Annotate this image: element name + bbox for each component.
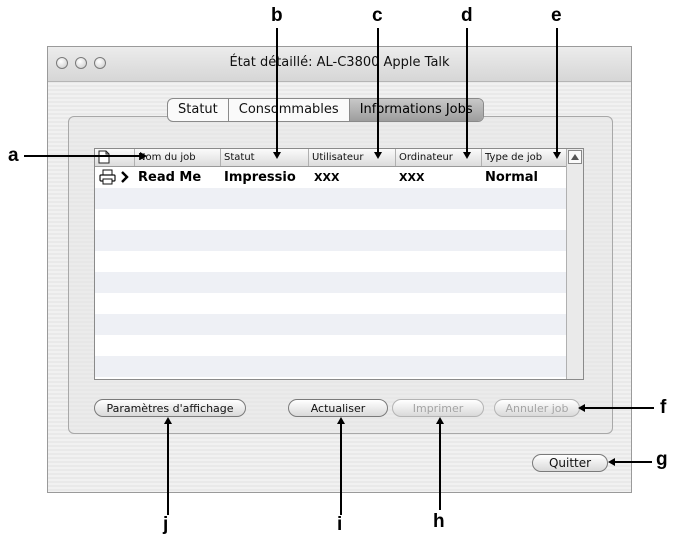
refresh-button[interactable]: Actualiser <box>288 399 388 417</box>
callout-g-arrow <box>608 458 615 466</box>
callout-c: c <box>372 5 383 26</box>
column-header-user[interactable]: Utilisateur <box>309 149 396 166</box>
cancel-job-button[interactable]: Annuler job <box>494 399 580 417</box>
table-row[interactable] <box>95 272 567 293</box>
table-row[interactable] <box>95 209 567 230</box>
tab-consommables[interactable]: Consommables <box>229 99 350 121</box>
callout-b-line <box>276 28 278 153</box>
callout-g: g <box>656 449 668 470</box>
chevron-right-icon <box>121 171 129 183</box>
callout-a-line <box>24 155 140 157</box>
column-header-computer[interactable]: Ordinateur <box>396 149 482 166</box>
column-header-icon[interactable] <box>95 149 135 166</box>
callout-e: e <box>551 5 562 26</box>
callout-b-arrow <box>273 152 281 159</box>
callout-j-arrow <box>164 417 172 424</box>
callout-f: f <box>660 397 667 418</box>
callout-f-line <box>584 407 654 409</box>
callout-h-arrow <box>436 417 444 424</box>
column-header-status[interactable]: Statut <box>221 149 309 166</box>
callout-i-arrow <box>337 417 345 424</box>
table-row[interactable] <box>95 230 567 251</box>
job-computer: XXX <box>399 171 425 184</box>
callout-h-line <box>439 423 441 510</box>
tab-informations-jobs[interactable]: Informations Jobs <box>349 99 483 121</box>
document-icon <box>98 150 110 164</box>
tab-statut[interactable]: Statut <box>168 99 229 121</box>
table-scrollbar[interactable] <box>566 149 583 379</box>
callout-d-line <box>466 28 468 153</box>
display-settings-button[interactable]: Paramètres d'affichage <box>94 399 246 417</box>
callout-b: b <box>271 5 283 26</box>
job-name: Read Me <box>138 170 202 185</box>
callout-c-arrow <box>374 152 382 159</box>
callout-f-arrow <box>578 404 585 412</box>
table-row[interactable] <box>95 356 567 377</box>
callout-d: d <box>461 5 473 26</box>
callout-i: i <box>337 514 343 535</box>
window-title: État détaillé: AL-C3800 Apple Talk <box>229 55 450 70</box>
tab-bar: Statut Consommables Informations Jobs <box>167 98 484 122</box>
quit-button[interactable]: Quitter <box>532 454 608 472</box>
table-row[interactable] <box>95 251 567 272</box>
table-row[interactable] <box>95 293 567 314</box>
table-body: Read Me Impressio XXX XXX Normal <box>95 167 567 379</box>
callout-e-arrow <box>553 152 561 159</box>
minimize-window-button[interactable] <box>75 57 87 69</box>
table-row[interactable] <box>95 314 567 335</box>
jobs-table: Nom du job Statut Utilisateur Ordinateur… <box>94 148 584 380</box>
column-header-job-name[interactable]: Nom du job <box>135 149 221 166</box>
zoom-window-button[interactable] <box>94 57 106 69</box>
callout-e-line <box>556 28 558 153</box>
scroll-up-icon[interactable] <box>568 150 582 164</box>
callout-d-arrow <box>463 152 471 159</box>
table-row[interactable] <box>95 335 567 356</box>
printer-icon <box>99 169 116 185</box>
table-header: Nom du job Statut Utilisateur Ordinateur… <box>95 149 567 167</box>
callout-a: a <box>8 145 19 166</box>
title-bar[interactable]: État détaillé: AL-C3800 Apple Talk <box>48 47 631 82</box>
callout-a-arrow <box>140 152 147 160</box>
job-user: XXX <box>314 171 340 184</box>
table-row[interactable]: Read Me Impressio XXX XXX Normal <box>95 167 567 188</box>
status-window: État détaillé: AL-C3800 Apple Talk Statu… <box>47 46 632 493</box>
callout-i-line <box>340 423 342 515</box>
close-window-button[interactable] <box>56 57 68 69</box>
callout-c-line <box>377 28 379 153</box>
callout-j-line <box>167 423 169 515</box>
callout-g-line <box>614 461 652 463</box>
table-row[interactable] <box>95 188 567 209</box>
print-button[interactable]: Imprimer <box>392 399 484 417</box>
job-type: Normal <box>485 170 538 185</box>
callout-h: h <box>433 511 445 532</box>
callout-j: j <box>163 514 169 535</box>
job-status: Impressio <box>224 170 296 185</box>
